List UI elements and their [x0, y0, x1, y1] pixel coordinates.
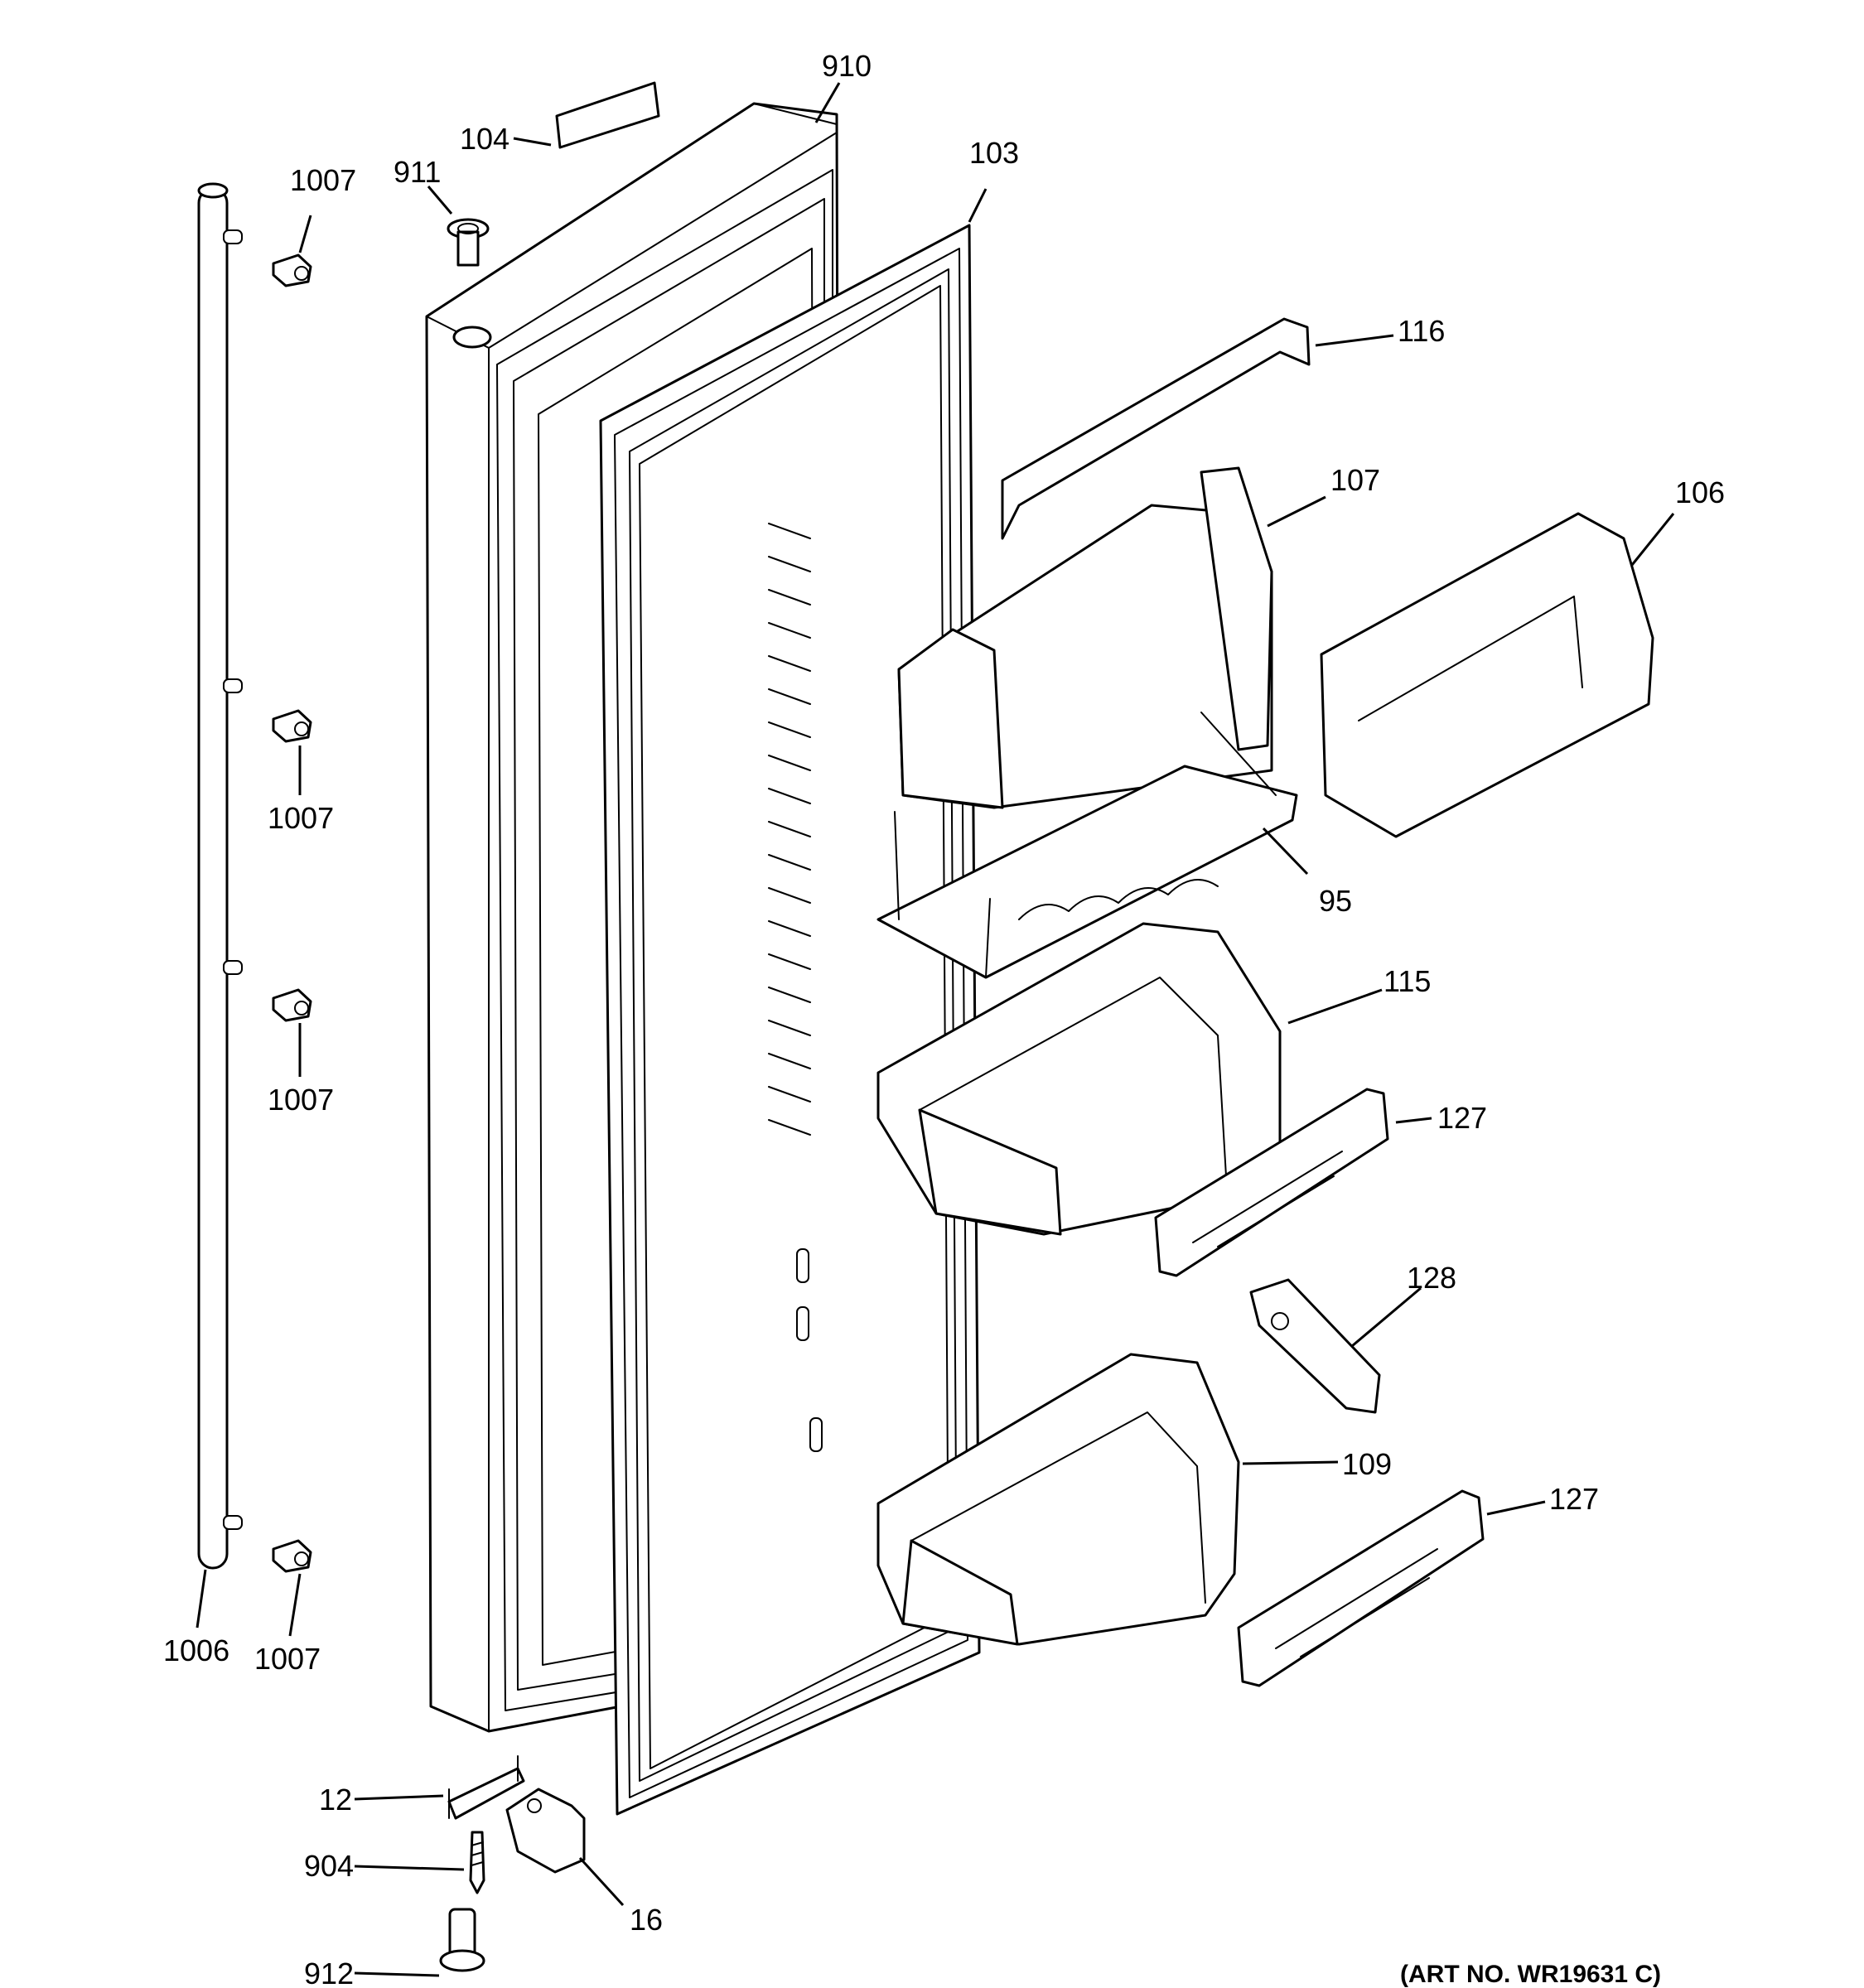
handle-clip-1: [272, 253, 312, 287]
handle-clip-3: [272, 988, 312, 1022]
callout-127-upper: 127: [1437, 1101, 1487, 1135]
callout-95: 95: [1319, 884, 1352, 918]
bin-rail: [1001, 317, 1311, 540]
callout-1007-third: 1007: [268, 1083, 334, 1117]
callout-912: 912: [304, 1957, 354, 1988]
callout-106: 106: [1675, 475, 1725, 509]
callout-116: 116: [1398, 314, 1445, 348]
callout-1006: 1006: [163, 1633, 229, 1667]
callout-911: 911: [394, 155, 441, 189]
bin-front-panel-lower: [1237, 1489, 1485, 1687]
callout-1007-top: 1007: [290, 163, 356, 197]
callout-1007-bottom: 1007: [254, 1642, 321, 1676]
art-number: (ART NO. WR19631 C): [1400, 1961, 1661, 1988]
bottom-hinge: [505, 1788, 586, 1874]
callout-labels: 910 104 911 103 1007 1007 1007 1007 1006…: [163, 49, 1725, 1988]
door-bin-lower: [876, 1353, 1240, 1646]
callout-109: 109: [1342, 1447, 1392, 1481]
callout-1007-second: 1007: [268, 801, 334, 835]
door-handle-rod: [197, 182, 243, 1570]
dairy-bin: [897, 466, 1273, 809]
screw: [469, 1831, 485, 1894]
can-rack: [876, 712, 1298, 979]
callout-910: 910: [822, 49, 872, 83]
top-hinge-bushing: [447, 218, 490, 267]
hinge-pin-bushing: [439, 1908, 485, 1972]
handle-clip-parts: [272, 253, 312, 1573]
dairy-bin-door: [1320, 512, 1654, 838]
callout-107: 107: [1330, 463, 1380, 497]
shelf-support-clips: [768, 523, 823, 1452]
callout-16: 16: [630, 1903, 663, 1937]
callout-904: 904: [304, 1849, 354, 1883]
door-trim-cap: [555, 81, 660, 149]
callout-104: 104: [460, 122, 509, 156]
handle-clip-2: [272, 709, 312, 743]
callout-103: 103: [969, 136, 1019, 170]
hinge-bracket: [447, 1755, 525, 1820]
bin-end-cap: [1249, 1278, 1381, 1414]
callout-leader-lines: [196, 82, 1675, 1977]
callout-128: 128: [1407, 1261, 1456, 1295]
handle-clip-4: [272, 1539, 312, 1573]
callout-127-lower: 127: [1549, 1482, 1599, 1516]
bin-front-panel-upper: [1154, 1088, 1389, 1277]
callout-115: 115: [1384, 964, 1431, 998]
callout-12: 12: [319, 1783, 352, 1817]
